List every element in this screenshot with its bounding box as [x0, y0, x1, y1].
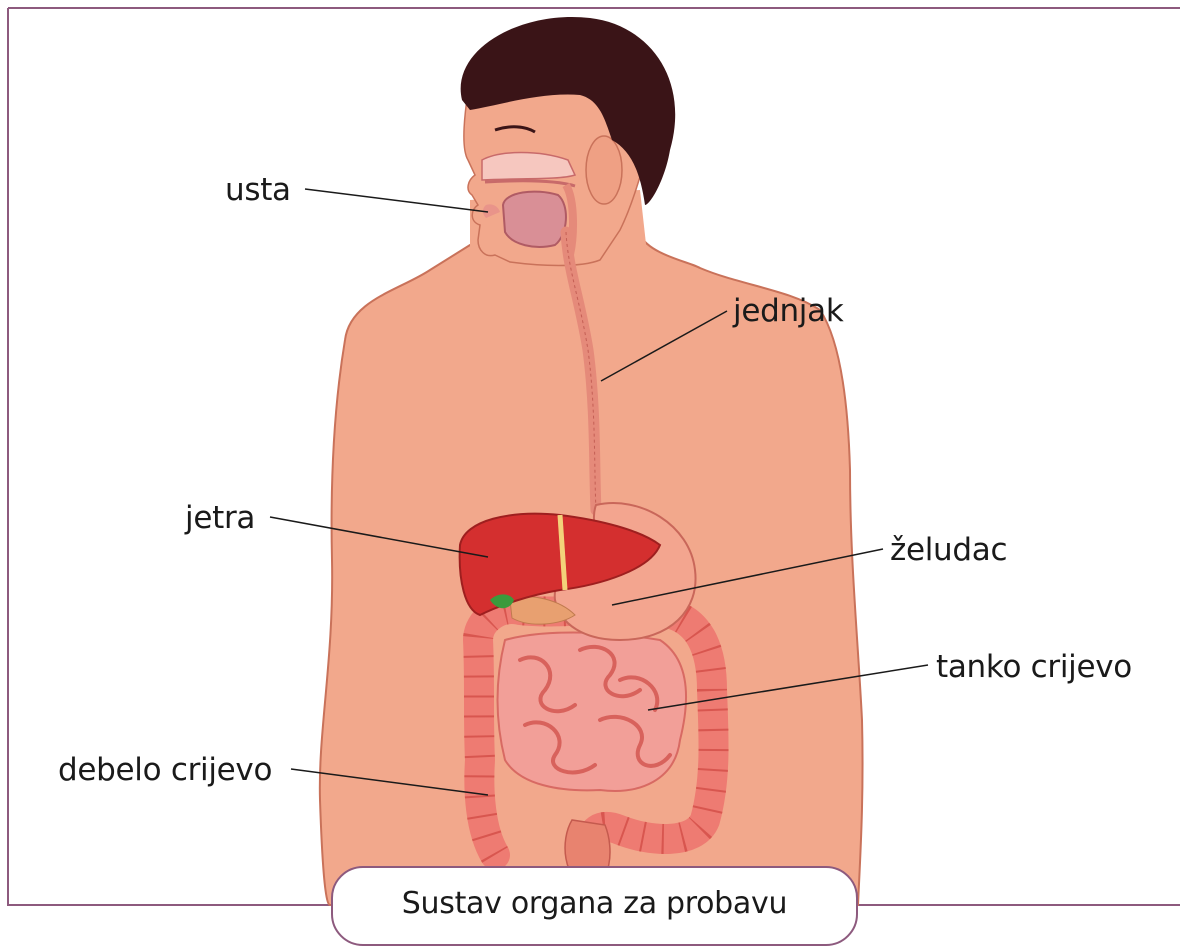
- label-jetra: jetra: [185, 503, 255, 534]
- organs: [460, 503, 714, 890]
- caption-box: Sustav organa za probavu: [331, 866, 858, 946]
- diagram-caption: Sustav organa za probavu: [333, 886, 856, 921]
- label-usta: usta: [225, 175, 291, 206]
- label-jednjak: jednjak: [733, 296, 843, 327]
- label-zeludac: želudac: [890, 535, 1007, 566]
- label-debelo-crijevo: debelo crijevo: [58, 755, 272, 786]
- ear: [586, 136, 622, 204]
- label-tanko-crijevo: tanko crijevo: [936, 652, 1132, 683]
- tongue: [503, 192, 566, 247]
- leader-usta: [305, 189, 488, 212]
